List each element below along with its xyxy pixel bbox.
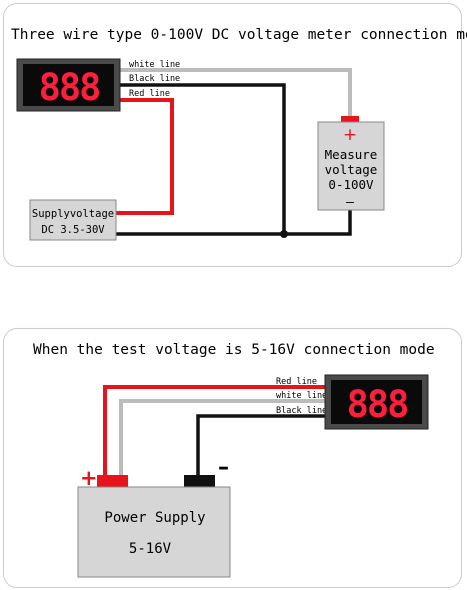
top-black-wire [116,83,352,236]
top-red-line-label: Red line [129,89,170,99]
supply-line-1: Supplyvoltage [32,208,114,220]
negative-terminal [184,475,215,488]
power-supply-box: + – Power Supply 5-16V [77,455,231,578]
top-title: Three wire type 0-100V DC voltage meter … [11,27,467,43]
power-plus-sign: + [80,466,98,490]
measure-plus-sign: + [343,125,357,145]
top-meter-digits: 888 [39,66,100,109]
bottom-red-wire [103,385,326,477]
positive-terminal [97,475,128,488]
bottom-red-line-label: Red line [276,377,317,387]
bottom-voltmeter: 888 [324,374,429,430]
power-minus-sign: – [218,455,229,480]
measure-line-3: 0-100V [328,177,374,192]
top-white-wire [116,68,352,118]
top-white-line-label: white line [129,60,180,70]
bottom-black-line-label: Black line [276,406,327,416]
power-supply-label: Power Supply [104,510,205,526]
bottom-title: When the test voltage is 5-16V connectio… [33,342,435,358]
power-supply-voltage: 5-16V [129,541,172,557]
top-black-line-label: Black line [129,74,180,84]
measure-line-2: voltage [325,162,378,177]
bottom-white-wire [119,399,326,477]
measure-line-1: Measure [325,147,378,162]
top-voltmeter: 888 [16,58,121,112]
measure-minus-sign: – [346,195,354,210]
top-junction-dot [280,230,288,238]
bottom-white-line-label: white line [276,391,327,401]
measure-voltage-box: + Measure voltage 0-100V – [317,116,385,211]
bottom-black-wire [196,414,326,477]
top-red-wire [116,98,174,215]
bottom-meter-digits: 888 [347,383,408,426]
supply-voltage-box: Supplyvoltage DC 3.5-30V [29,199,117,241]
supply-line-2: DC 3.5-30V [41,224,105,236]
